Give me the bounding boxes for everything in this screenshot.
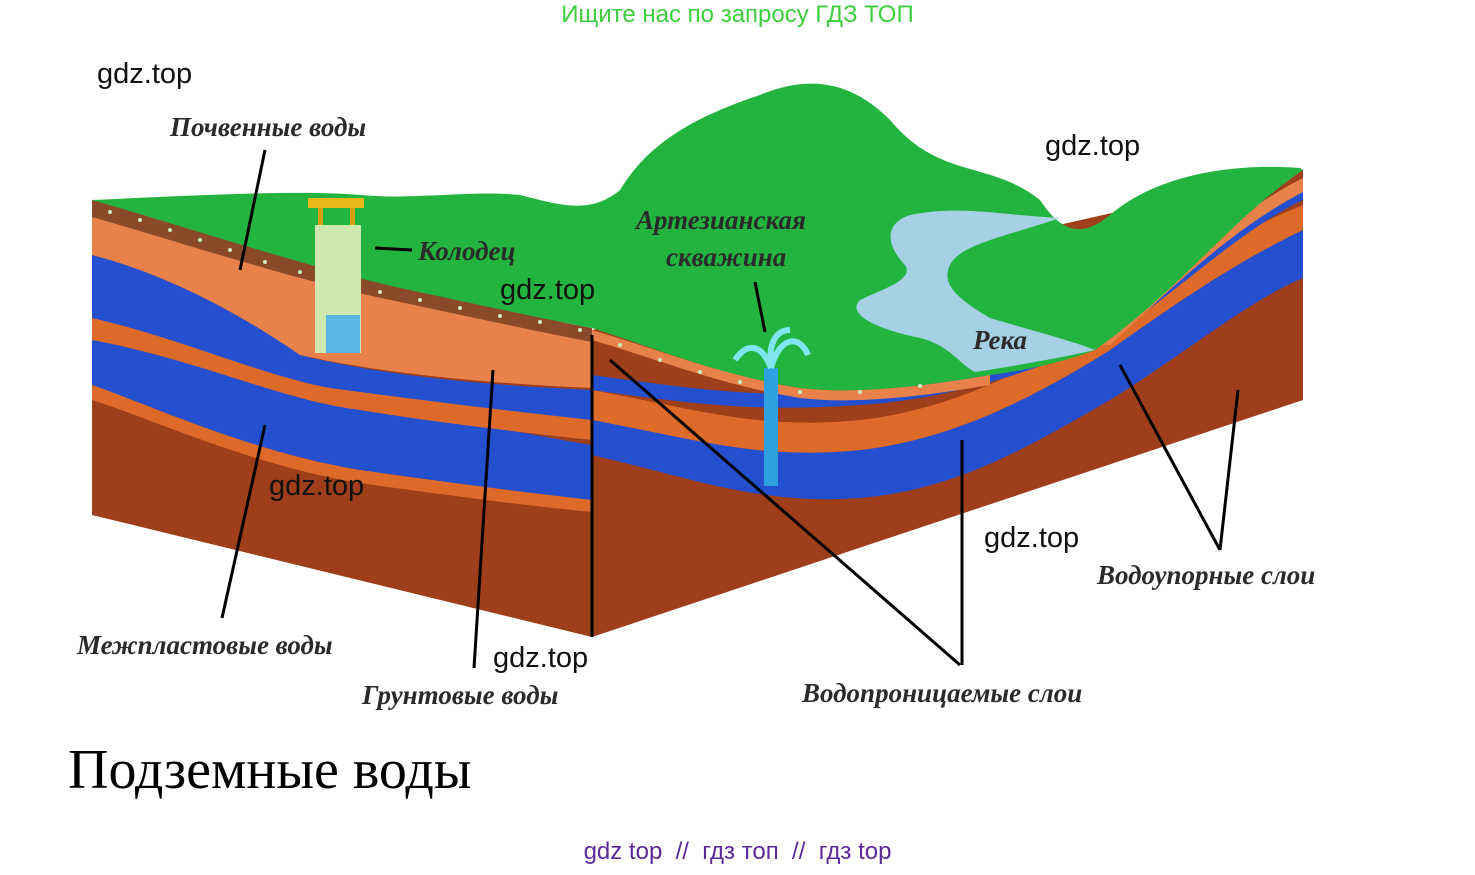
top-banner: Ищите нас по запросу ГДЗ ТОП — [561, 1, 914, 28]
front-orange-mid — [92, 318, 592, 440]
label-interstratal-water: Межпластовые воды — [77, 630, 333, 660]
label-river: Река — [973, 325, 1028, 355]
label-permeable-layers: Водопроницаемые слои — [802, 678, 1083, 708]
right-orange — [592, 205, 1303, 453]
watermark: gdz.top — [97, 58, 193, 90]
right-soil — [592, 330, 990, 401]
leader-lines — [220, 149, 1240, 669]
label-aquicludes: Водоупорные слои — [1097, 560, 1316, 590]
watermark: gdz.top — [1045, 130, 1141, 162]
label-artesian-line1: Артезианская — [636, 205, 806, 235]
figure-caption: Подземные воды — [68, 739, 472, 801]
footer-links[interactable]: gdz top // гдз топ // гдз top — [583, 838, 892, 865]
grass-surface — [92, 83, 1303, 391]
right-water-lower — [592, 230, 1303, 500]
soil-pebbles — [108, 210, 922, 394]
front-lower-water — [92, 340, 592, 500]
well — [308, 198, 364, 353]
artesian-well — [732, 327, 811, 486]
label-soil-water: Почвенные воды — [170, 112, 367, 142]
front-face — [92, 200, 592, 637]
watermark: gdz.top — [269, 470, 365, 502]
label-artesian-line2: скважина — [666, 242, 787, 272]
watermark: gdz.top — [984, 522, 1080, 554]
watermark: gdz.top — [500, 274, 596, 306]
front-orange-lower — [92, 385, 592, 512]
label-well: Колодец — [418, 236, 516, 266]
river — [856, 210, 1095, 372]
front-upper-water — [92, 255, 592, 440]
label-groundwater: Грунтовые воды — [362, 680, 559, 710]
front-soil-strip — [92, 200, 592, 342]
watermark: gdz.top — [493, 642, 589, 674]
